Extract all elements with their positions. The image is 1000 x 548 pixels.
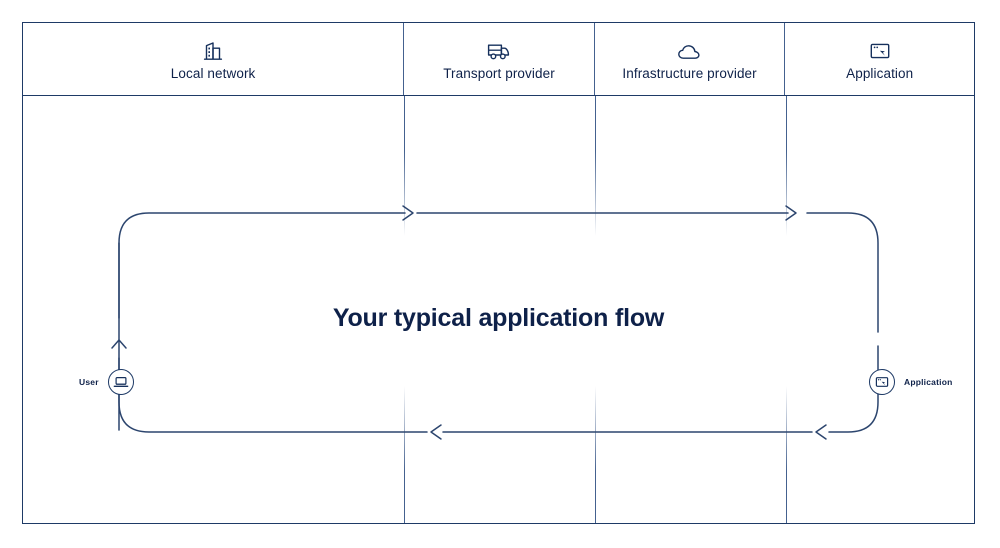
endpoint-user[interactable]: User: [79, 369, 134, 395]
truck-icon: [487, 37, 512, 61]
flow-arrow-left-1: [815, 424, 827, 440]
column-header-local-network[interactable]: Local network: [23, 23, 405, 95]
flow-top-segment-a: [118, 212, 406, 431]
column-header-infrastructure-provider[interactable]: Infrastructure provider: [595, 23, 786, 95]
application-flow-path: [111, 205, 879, 440]
diagram-body: Your typical application flow User: [23, 96, 974, 523]
browser-window-cursor-icon: [869, 37, 891, 61]
flow-arrow-up-to-user: [111, 339, 127, 349]
endpoint-application-label: Application: [904, 377, 953, 387]
endpoint-application[interactable]: Application: [869, 369, 952, 395]
endpoint-user-label: User: [79, 377, 99, 387]
cloud-icon: [677, 37, 703, 61]
column-divider-1: [404, 96, 406, 523]
column-header-label: Infrastructure provider: [622, 66, 757, 81]
browser-window-cursor-icon: [874, 375, 890, 389]
column-divider-3: [786, 96, 788, 523]
laptop-icon: [113, 375, 129, 389]
column-divider-2: [595, 96, 597, 523]
column-header-label: Local network: [170, 66, 256, 81]
column-header-label: Transport provider: [443, 66, 555, 81]
column-header-transport-provider[interactable]: Transport provider: [404, 23, 595, 95]
flow-arrow-right-2: [785, 205, 797, 221]
endpoint-application-circle: [869, 369, 895, 395]
column-header-label: Application: [846, 66, 914, 81]
column-header-application[interactable]: Application: [785, 23, 974, 95]
diagram-frame: Local network Transport provider Inf: [22, 22, 975, 524]
column-header-row: Local network Transport provider Inf: [23, 23, 974, 96]
flow-right-lower: [828, 345, 879, 433]
flow-arrow-right-1: [402, 205, 414, 221]
flow-top-segment-c: [806, 212, 879, 333]
building-icon: [202, 37, 224, 61]
flow-arrow-left-2: [430, 424, 442, 440]
endpoint-user-circle: [107, 369, 134, 395]
flow-bottom-segment-b: [118, 357, 428, 433]
